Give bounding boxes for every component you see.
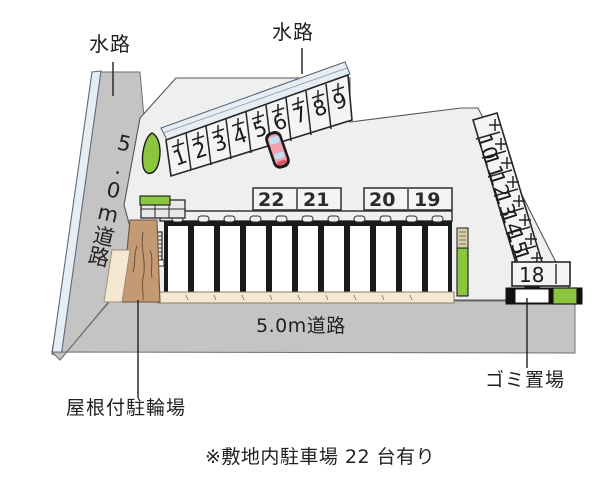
parking-row-front: 22 21 20 19 bbox=[252, 187, 453, 211]
parking-row-top: 1 2 3 4 5 6 7 8 9 bbox=[165, 73, 353, 178]
stall-number: 20 bbox=[369, 189, 395, 211]
apartment-building bbox=[157, 210, 455, 304]
stall-number: 22 bbox=[258, 189, 284, 211]
garbage-area-box bbox=[505, 287, 583, 305]
parking-stall-18: 18 bbox=[511, 261, 571, 287]
hedge-right-of-building bbox=[456, 227, 469, 297]
label-bicycle-parking: 屋根付駐輪場 bbox=[66, 397, 187, 419]
label-waterway-top: 水路 bbox=[272, 20, 314, 44]
stall-number: 19 bbox=[414, 189, 440, 211]
label-garbage-area: ゴミ置場 bbox=[485, 369, 566, 391]
callout-leader-lines bbox=[112, 48, 528, 398]
waterway-top-channel bbox=[160, 61, 351, 141]
label-waterway-left: 水路 bbox=[89, 32, 131, 56]
parked-car-icon bbox=[265, 131, 290, 169]
label-road-bottom: 5.0m道路 bbox=[256, 315, 346, 337]
covered-bicycle-parking bbox=[103, 195, 186, 303]
stall-number: 18 bbox=[519, 263, 544, 287]
label-note: ※敷地内駐車場 22 台有り bbox=[205, 446, 436, 468]
stall-number: 21 bbox=[303, 189, 329, 211]
shrub-icon bbox=[141, 132, 161, 175]
